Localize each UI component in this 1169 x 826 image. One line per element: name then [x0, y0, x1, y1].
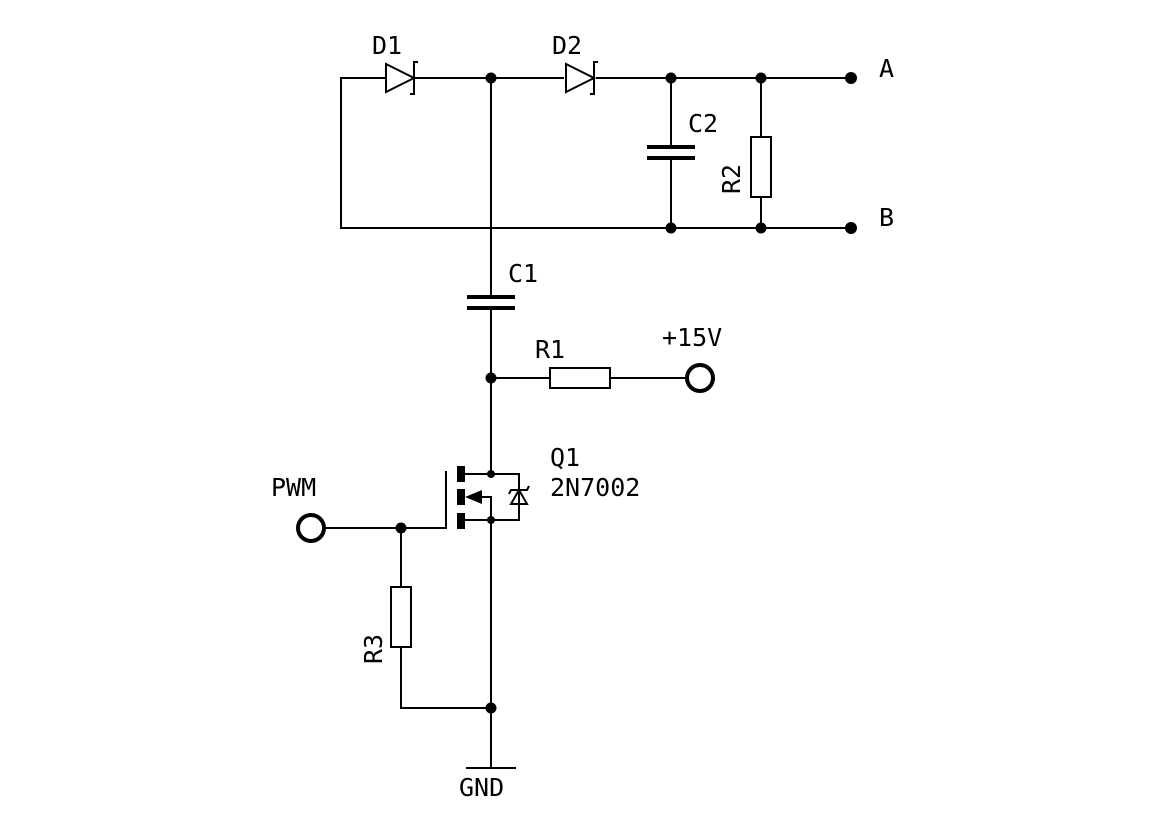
r3-label: R3: [359, 634, 388, 664]
supply-terminal[interactable]: +15V: [662, 323, 722, 393]
resistor-r2[interactable]: R2: [717, 136, 772, 198]
q1-label: Q1: [550, 443, 580, 472]
junction-dot: [485, 372, 497, 384]
c2-label: C2: [688, 109, 718, 138]
mosfet-q1[interactable]: Q1 2N7002: [445, 443, 640, 529]
pwm-terminal[interactable]: PWM: [271, 473, 326, 543]
ground-symbol: GND: [459, 767, 516, 802]
junction-dot: [485, 702, 497, 714]
resistor-r1[interactable]: R1: [535, 335, 611, 389]
terminal-a[interactable]: A: [845, 54, 894, 84]
d2-label: D2: [552, 31, 582, 60]
capacitor-c2[interactable]: C2: [647, 109, 718, 160]
gnd-label: GND: [459, 773, 504, 802]
pwm-label: PWM: [271, 473, 316, 502]
junction-dot: [395, 522, 407, 534]
r1-label: R1: [535, 335, 565, 364]
junction-dot: [487, 516, 495, 524]
junction-dot: [755, 222, 767, 234]
wires: [324, 77, 852, 769]
junction-dot: [665, 222, 677, 234]
junction-dot: [487, 470, 495, 478]
diode-d2[interactable]: D2: [552, 31, 598, 95]
junction-dot: [755, 72, 767, 84]
c1-label: C1: [508, 259, 538, 288]
terminal-b[interactable]: B: [845, 203, 894, 234]
resistor-r3[interactable]: R3: [359, 586, 412, 664]
q1-part: 2N7002: [550, 473, 640, 502]
capacitor-c1[interactable]: C1: [467, 259, 538, 310]
diode-d1[interactable]: D1: [372, 31, 418, 95]
junctions: [395, 72, 767, 714]
terminal-b-label: B: [879, 203, 894, 232]
junction-dot: [665, 72, 677, 84]
terminal-a-label: A: [879, 54, 894, 83]
r2-label: R2: [717, 164, 746, 194]
junction-dot: [485, 72, 497, 84]
supply-label: +15V: [662, 323, 722, 352]
d1-label: D1: [372, 31, 402, 60]
